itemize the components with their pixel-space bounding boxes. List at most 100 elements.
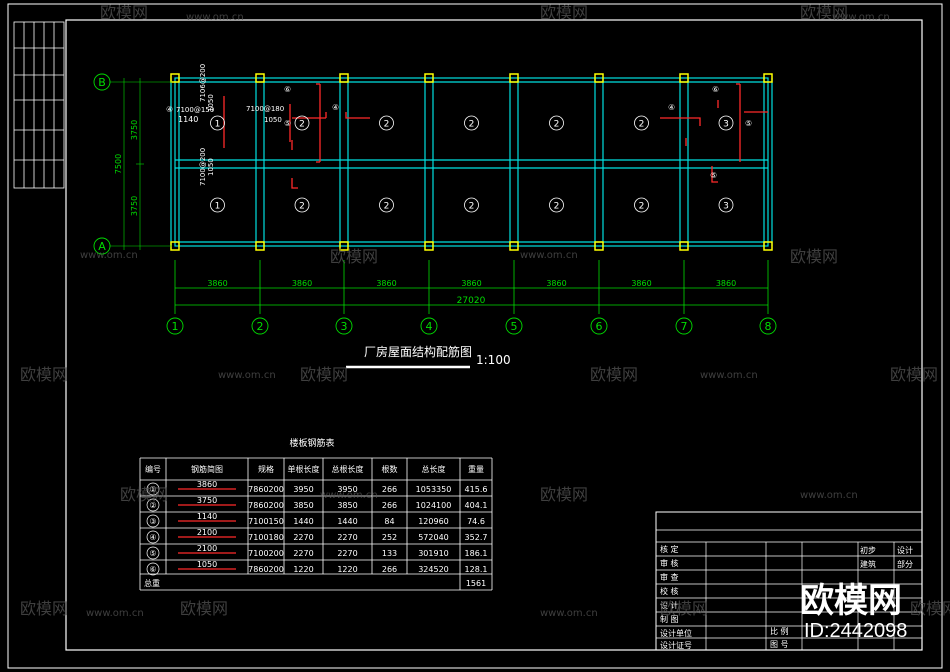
rebar-table-title: 楼板钢筋表 — [289, 437, 334, 449]
table-cell-0-1: 3860 — [197, 480, 217, 489]
callout-a3: 7100@180 — [246, 105, 284, 113]
table-cell-3-5: 252 — [382, 533, 397, 542]
tb-row-label-0: 核 定 — [660, 544, 679, 554]
axis-bubble-6 — [590, 317, 608, 335]
col-dim-5: 3860 — [546, 279, 566, 288]
table-cell-3-7: 352.7 — [465, 533, 488, 542]
table-cell-3-6: 572040 — [418, 533, 449, 542]
watermark-brand-large: 欧模网 — [800, 581, 902, 621]
column-2-0 — [339, 73, 349, 83]
tb-right-label-2: 建筑 — [860, 559, 876, 569]
table-cell-1-0: ② — [149, 501, 156, 510]
callout-a6: 1050 — [207, 94, 215, 112]
table-cell-5-2: 7860200 — [248, 565, 284, 574]
rebar-mark-10 — [660, 117, 701, 126]
axis-label-7: 7 — [681, 320, 688, 333]
table-cell-3-4: 2270 — [337, 533, 357, 542]
column-5-0 — [594, 73, 604, 83]
table-cell-5-4: 1220 — [337, 565, 357, 574]
watermark-brand-14: 欧模网 — [910, 599, 950, 618]
table-cell-1-4: 3850 — [337, 501, 357, 510]
table-cell-3-2: 7100180 — [248, 533, 284, 542]
rebar-mark-7 — [291, 178, 298, 189]
table-id-circle-5 — [146, 562, 160, 576]
table-id-circle-4 — [146, 546, 160, 560]
slab-top-6-circle — [634, 115, 649, 131]
tb-row-label-2: 审 查 — [660, 572, 679, 582]
drawing-scale: 1:100 — [476, 353, 511, 367]
table-cell-4-2: 7100200 — [248, 549, 284, 558]
tb-row-label-5: 制 图 — [660, 614, 679, 624]
col-dim-3: 3860 — [376, 279, 396, 288]
beam-grid — [170, 77, 773, 247]
callout-5: ⑤ — [284, 119, 291, 128]
table-id-circle-0 — [146, 482, 160, 496]
beam-outline — [174, 77, 769, 247]
watermark-site-7: www.om.cn — [800, 490, 858, 501]
table-header-0: 编号 — [145, 464, 161, 474]
slab-top-3-circle — [379, 115, 394, 131]
column-2-1 — [339, 241, 349, 251]
table-cell-1-5: 266 — [382, 501, 397, 510]
row-dim-upper: 3750 — [130, 120, 139, 140]
callout-4: ④ — [332, 103, 339, 112]
table-cell-3-0: ④ — [149, 533, 156, 542]
callout-a4: 1050 — [264, 116, 282, 124]
table-cell-0-6: 1053350 — [416, 485, 452, 494]
axis-label-2: 2 — [257, 320, 264, 333]
table-cell-1-2: 7860200 — [248, 501, 284, 510]
table-cell-0-0: ① — [149, 485, 156, 494]
slab-top-4-circle — [464, 115, 479, 131]
column-6-0 — [679, 73, 689, 83]
slab-bottom-1: 1 — [215, 202, 221, 212]
axis-label-8: 8 — [765, 320, 772, 333]
table-cell-4-1: 2100 — [197, 544, 217, 553]
watermark-site-3: www.om.cn — [520, 250, 578, 261]
axis-label-6: 6 — [596, 320, 603, 333]
table-cell-1-1: 3750 — [197, 496, 217, 505]
column-5-1 — [594, 241, 604, 251]
row-dim-lower: 3750 — [130, 196, 139, 216]
table-cell-4-0: ⑤ — [149, 549, 156, 558]
table-header-4: 总根长度 — [332, 464, 364, 474]
binding-grid — [13, 21, 65, 189]
title-block: 核 定审 核审 查校 核设 计制 图设计单位设计证号初步设计建筑部分比 例图 号 — [655, 511, 923, 651]
watermark-brand-5: 欧模网 — [20, 365, 68, 384]
table-header-5: 根数 — [382, 464, 398, 474]
watermark-site-6: www.om.cn — [320, 490, 378, 501]
slab-bottom-3: 2 — [384, 202, 390, 212]
table-cell-2-7: 74.6 — [467, 517, 485, 526]
slab-top-4: 2 — [469, 120, 475, 130]
table-cell-2-6: 120960 — [418, 517, 449, 526]
axis-bubble-1 — [166, 317, 184, 335]
watermark-site-8: www.om.cn — [86, 608, 144, 619]
slab-bottom-2: 2 — [299, 202, 305, 212]
axis-label-5: 5 — [511, 320, 518, 333]
slab-bottom-7: 3 — [723, 202, 729, 212]
tb-row-label-4: 设 计 — [660, 600, 679, 610]
callout-5-right: ⑤ — [745, 119, 752, 128]
columns — [170, 73, 773, 251]
table-cell-0-7: 415.6 — [465, 485, 488, 494]
slab-bottom-6-circle — [634, 197, 649, 213]
table-cell-5-6: 324520 — [418, 565, 449, 574]
plan-callouts: 7100@150 1140 7100@180 1050 7106@200 105… — [166, 64, 752, 186]
callout-a2: 1140 — [178, 115, 198, 124]
table-cell-2-5: 84 — [384, 517, 394, 526]
callout-a1: 7100@150 — [176, 106, 214, 114]
table-id-circle-1 — [146, 498, 160, 512]
slab-bottom-1-circle — [210, 197, 225, 213]
column-7-1 — [763, 241, 773, 251]
table-cell-5-3: 1220 — [293, 565, 313, 574]
slab-top-2-circle — [294, 115, 310, 131]
table-cell-4-5: 133 — [382, 549, 397, 558]
tb-row-label-1: 审 核 — [660, 558, 679, 568]
slab-bottom-7-circle — [718, 197, 734, 213]
table-cell-4-7: 186.1 — [465, 549, 488, 558]
table-cell-2-4: 1440 — [337, 517, 357, 526]
table-cell-2-3: 1440 — [293, 517, 313, 526]
col-dim-7: 3860 — [716, 279, 736, 288]
tb-right-label-3: 部分 — [897, 559, 913, 569]
